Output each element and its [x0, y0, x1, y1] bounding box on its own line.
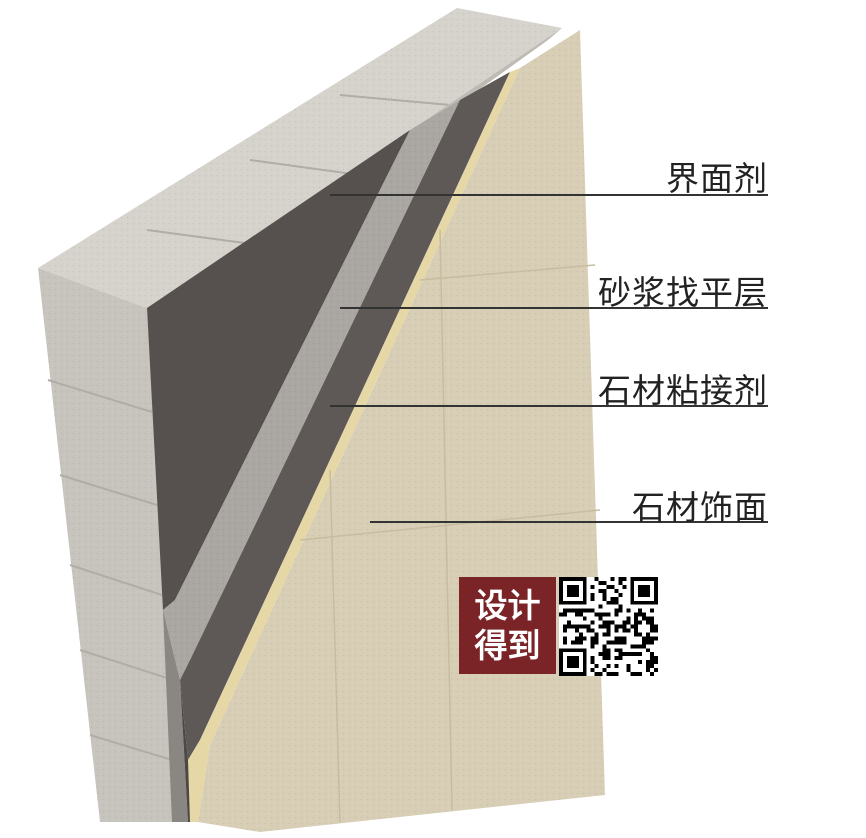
brand-logo-line1: 设计 [474, 585, 541, 625]
label-stone-finish: 石材饰面 [632, 488, 768, 527]
label-interface-agent: 界面剂 [666, 159, 768, 198]
leader-lines [330, 194, 768, 523]
stone-adhesive-layer [180, 72, 510, 760]
block-joints [47, 94, 451, 761]
interface-agent-layer [147, 130, 410, 610]
qr-code-icon [559, 577, 658, 676]
stone-joints [299, 229, 601, 823]
brand-logo: 设计 得到 [459, 577, 556, 674]
label-stone-adhesive: 石材粘接剂 [598, 371, 768, 410]
brand-logo-line2: 得到 [474, 625, 541, 665]
label-mortar-leveling-layer: 砂浆找平层 [598, 273, 768, 312]
